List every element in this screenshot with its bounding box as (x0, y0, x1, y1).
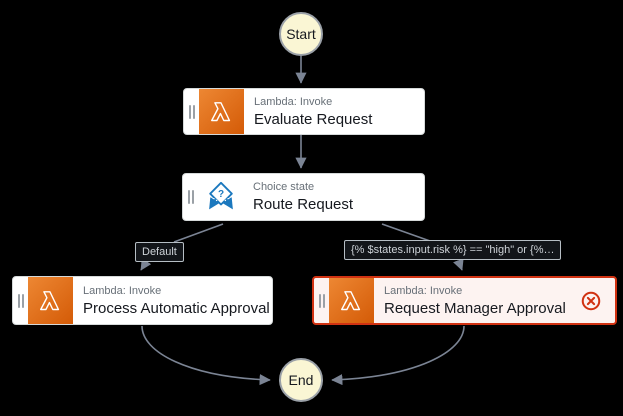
state-type-label: Lambda: Invoke (254, 95, 333, 108)
state-route-request[interactable]: ? Choice state Route Request (182, 173, 425, 221)
lambda-icon (329, 278, 374, 323)
edge-label-default: Default (135, 242, 184, 262)
edge-route-to-condition-label (381, 223, 431, 242)
state-evaluate-request[interactable]: Lambda: Invoke Evaluate Request (183, 88, 425, 135)
state-type-label: Choice state (253, 181, 315, 193)
state-title: Process Automatic Approval (83, 299, 270, 317)
drag-handle-icon[interactable] (184, 89, 199, 134)
state-type-label: Lambda: Invoke (384, 284, 463, 297)
edge-condition-label-to-request (453, 258, 464, 271)
edge-label-condition: {% $states.input.risk %} == "high" or {%… (344, 240, 562, 260)
svg-text:?: ? (217, 189, 223, 200)
end-node-label: End (288, 372, 314, 388)
drag-handle-icon[interactable] (183, 174, 198, 220)
start-node-label: Start (286, 26, 316, 42)
state-title: Request Manager Approval (384, 299, 566, 317)
edge-route-to-default-label (173, 223, 224, 243)
state-process-automatic-approval[interactable]: Lambda: Invoke Process Automatic Approva… (12, 276, 273, 325)
state-title: Route Request (253, 196, 354, 213)
drag-handle-icon[interactable] (314, 278, 329, 323)
lambda-icon (28, 277, 73, 324)
error-icon (581, 291, 601, 310)
end-node: End (279, 358, 323, 402)
choice-icon: ? (198, 174, 243, 220)
edge-process-to-end (141, 325, 271, 386)
edge-request-to-end (331, 325, 465, 386)
state-title: Evaluate Request (254, 110, 373, 128)
edge-default-label-to-process (140, 258, 152, 271)
drag-handle-icon[interactable] (13, 277, 28, 324)
start-node: Start (279, 12, 323, 56)
state-type-label: Lambda: Invoke (83, 284, 162, 297)
lambda-icon (199, 89, 244, 134)
state-request-manager-approval[interactable]: Lambda: Invoke Request Manager Approval (312, 276, 617, 325)
